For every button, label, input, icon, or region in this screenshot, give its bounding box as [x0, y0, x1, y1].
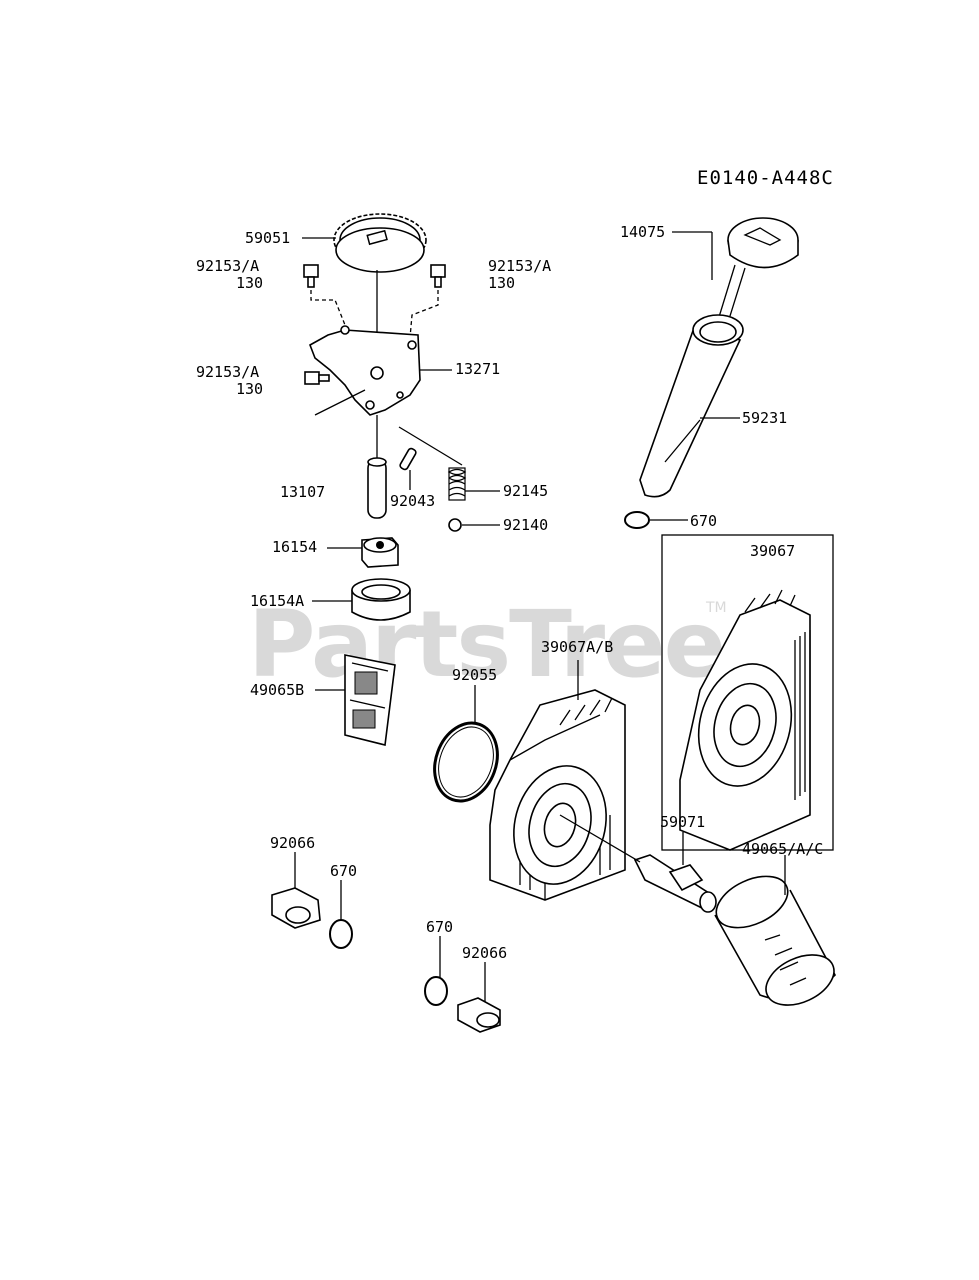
label-59231: 59231	[742, 409, 787, 427]
rotor-16154-illustration	[361, 537, 399, 568]
bolt-92153a-lower-illustration	[304, 371, 330, 385]
label-39067: 39067	[750, 542, 795, 560]
label-92145: 92145	[503, 482, 548, 500]
qty-92153a-right: 130	[488, 274, 515, 292]
label-670-top: 670	[690, 512, 717, 530]
label-13271: 13271	[455, 360, 500, 378]
label-92043: 92043	[390, 492, 435, 510]
bolt-92153a-left-illustration	[303, 264, 346, 326]
oring-670-top-illustration	[624, 511, 650, 529]
diagram-code: E0140-A448C	[697, 167, 834, 189]
qty-92153a-left: 130	[236, 274, 263, 292]
housing-39067ab-illustration	[489, 660, 626, 901]
filter-49065ac-illustration	[714, 855, 836, 1006]
label-49065ac: 49065/A/C	[742, 840, 823, 858]
label-92153a-left: 92153/A	[196, 257, 259, 275]
nipple-59071-illustration	[559, 814, 717, 913]
label-92066-left: 92066	[270, 834, 315, 852]
label-670-left: 670	[330, 862, 357, 880]
label-59051: 59051	[245, 229, 290, 247]
shaft-13107-illustration	[367, 415, 387, 519]
oring-92055-illustration	[433, 685, 499, 803]
label-16154a: 16154A	[250, 592, 304, 610]
label-92055: 92055	[452, 666, 497, 684]
plug-92066-bottom-illustration	[457, 962, 501, 1033]
label-59071: 59071	[660, 813, 705, 831]
screen-49065b-illustration	[344, 654, 396, 746]
watermark-trademark: TM	[705, 600, 727, 616]
label-39067ab: 39067A/B	[541, 638, 613, 656]
label-92140: 92140	[503, 516, 548, 534]
watermark-text: PartsTree	[248, 591, 724, 698]
plate-13271-illustration	[309, 325, 421, 416]
oring-670-bottom-illustration	[424, 936, 448, 1006]
label-92153a-lower: 92153/A	[196, 363, 259, 381]
oring-670-left-illustration	[329, 880, 353, 949]
bolt-92153a-right-illustration	[409, 264, 446, 339]
label-49065b: 49065B	[250, 681, 304, 699]
rotor-16154a-illustration	[351, 578, 411, 621]
label-92153a-right: 92153/A	[488, 257, 551, 275]
gear-59051-illustration	[333, 213, 427, 368]
ball-92140-illustration	[448, 518, 462, 532]
label-670-bottom: 670	[426, 918, 453, 936]
label-16154: 16154	[272, 538, 317, 556]
label-13107: 13107	[280, 483, 325, 501]
label-14075: 14075	[620, 223, 665, 241]
pin-92043-illustration	[399, 447, 417, 490]
tube-59231-illustration	[639, 314, 744, 498]
label-92066-bottom: 92066	[462, 944, 507, 962]
housing-39067-box	[661, 534, 834, 851]
plug-92066-left-illustration	[271, 852, 321, 929]
qty-92153a-lower: 130	[236, 380, 263, 398]
dipstick-14075-illustration	[711, 217, 799, 333]
spring-92145-illustration	[398, 426, 467, 501]
